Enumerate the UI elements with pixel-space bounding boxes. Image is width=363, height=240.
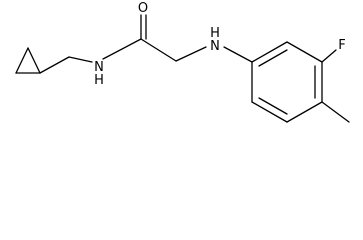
cyclopropyl-ring [15,47,41,74]
ring-bond-5 [251,101,288,123]
bond-ring-ch2 [39,56,70,74]
benzene-ring [251,41,323,123]
bond-carbonyl-ch2 [140,38,177,62]
bond-amine-ring [223,46,253,63]
oxygen-label: O [138,1,148,16]
amide-h-label: H [94,73,104,88]
bond-ch2-amine [175,46,207,62]
amine-h-label: H [210,26,220,41]
bond-ring-left [15,47,29,74]
bond-ring-right [27,47,41,74]
ring-double-3 [258,97,288,115]
ring-bond-1 [251,41,288,63]
bond-nh-carbonyl [102,38,142,60]
ring-bond-2 [286,41,323,63]
ring-bond-4 [286,101,323,123]
molecule-structure: O N H N H F [15,1,350,123]
fluorine-label: F [338,38,345,53]
bond-ch2-nh [68,56,93,63]
ring-double-1 [258,49,288,67]
bond-ring-methyl [321,101,350,123]
bond-ring-fluorine [321,49,337,63]
amine-n-label: N [210,39,220,54]
amide-n-label: N [94,60,104,75]
